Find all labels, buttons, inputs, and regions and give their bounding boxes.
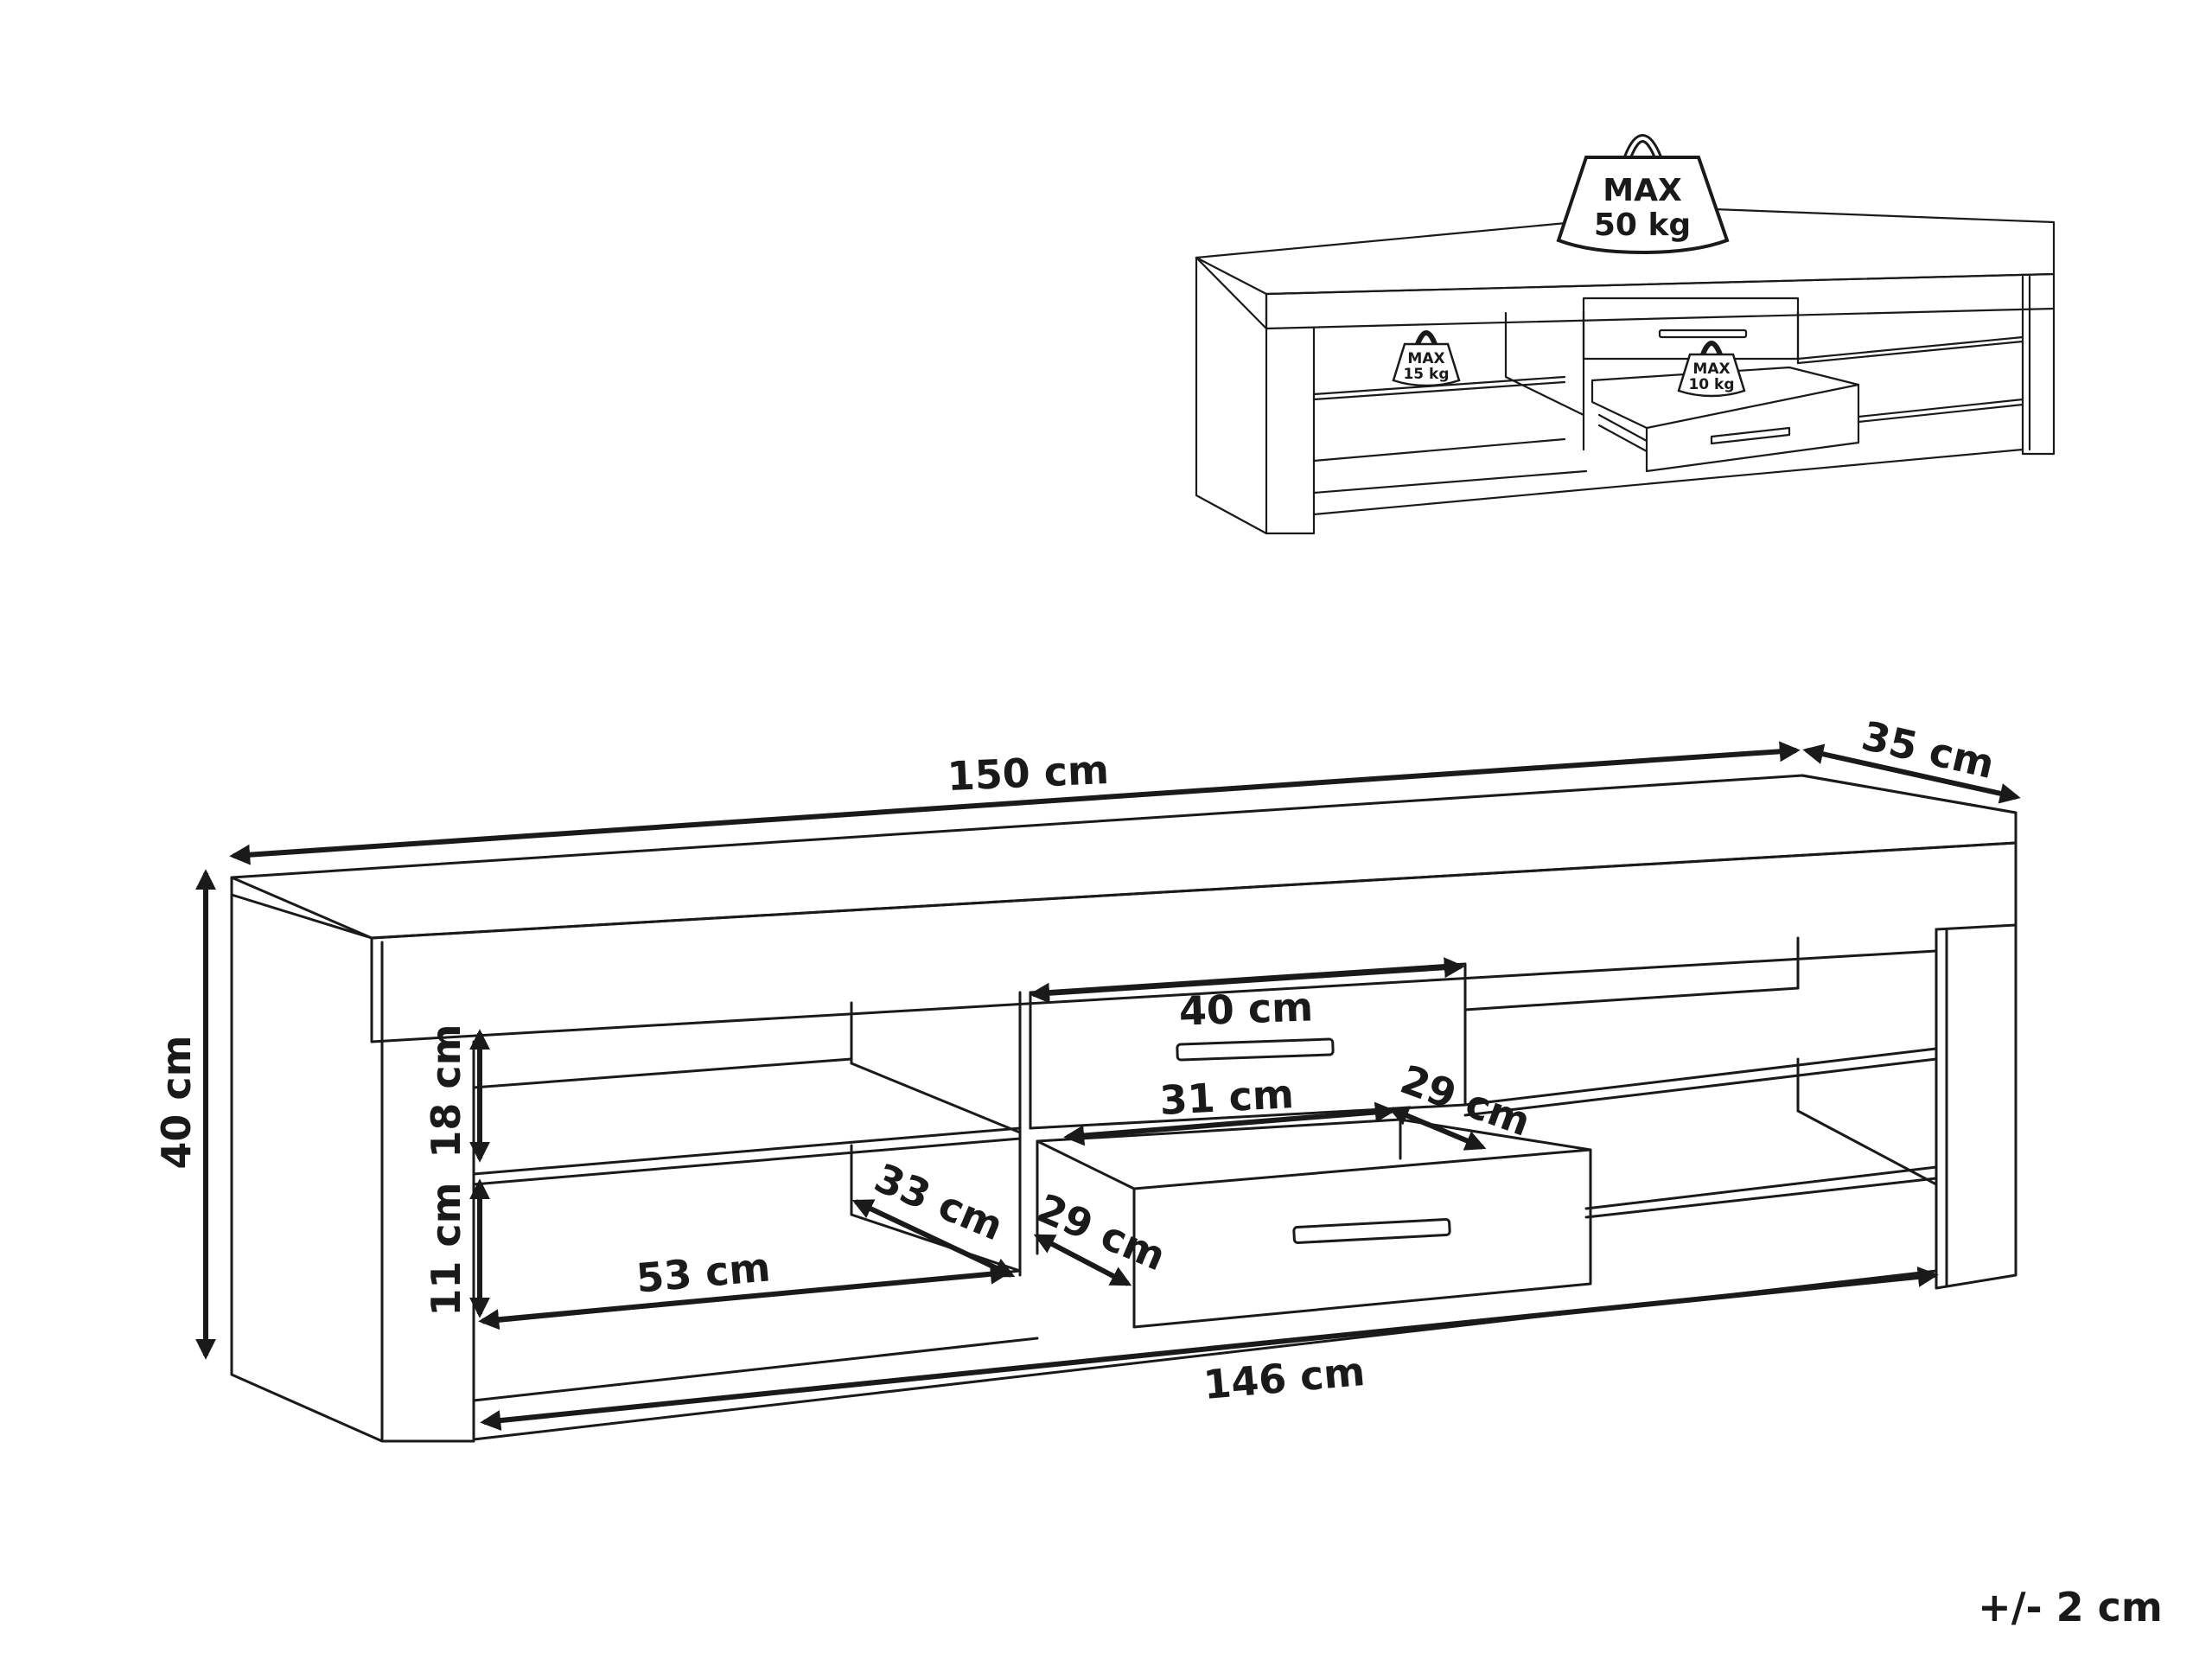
drawer-front-width-label: 40 cm xyxy=(1178,983,1314,1034)
drawer-inner-depth-side-label: 29 cm xyxy=(1030,1184,1172,1279)
weight-max-50kg-icon: MAX 50 kg xyxy=(1556,134,1730,255)
dimension-labels: 150 cm 35 cm 40 cm 18 cm 11 cm 40 cm 31 … xyxy=(153,712,2163,1630)
height-label: 40 cm xyxy=(153,1035,200,1169)
drawer-inner-width-label: 31 cm xyxy=(1158,1070,1295,1124)
weight-label-drawer: 10 kg xyxy=(1688,376,1734,393)
dimension-lines xyxy=(195,741,2021,1432)
max-label-top: MAX xyxy=(1603,173,1682,208)
upper-compartment-height-label: 18 cm xyxy=(423,1024,469,1158)
max-label-drawer: MAX xyxy=(1692,361,1730,378)
main-front-view xyxy=(230,774,2018,1443)
shelf-width-label: 53 cm xyxy=(634,1243,772,1301)
shelf-depth-label: 33 cm xyxy=(868,1154,1010,1249)
overall-width-label: 150 cm xyxy=(947,746,1110,800)
max-label-shelf: MAX xyxy=(1407,350,1444,367)
weight-label-shelf: 15 kg xyxy=(1403,366,1449,383)
lower-compartment-height-label: 11 cm xyxy=(423,1182,469,1316)
weight-max-10kg-icon: MAX 10 kg xyxy=(1677,341,1746,398)
weight-label-top: 50 kg xyxy=(1594,207,1691,243)
perspective-view xyxy=(1195,207,2056,535)
tolerance-label: +/- 2 cm xyxy=(1978,1584,2163,1630)
inner-width-label: 146 cm xyxy=(1202,1348,1367,1408)
weight-max-15kg-icon: MAX 15 kg xyxy=(1392,330,1461,387)
